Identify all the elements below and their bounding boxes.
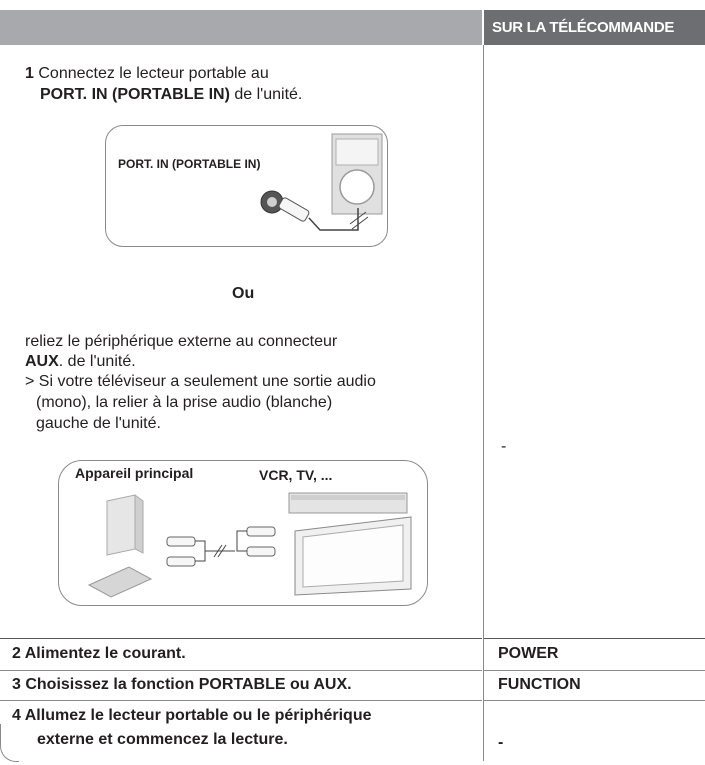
row-divider-left-1 — [0, 638, 482, 639]
row-divider-right-1 — [484, 638, 705, 639]
aux-connection-illustration — [87, 492, 412, 598]
step4-remote: - — [498, 734, 504, 751]
step3-text: 3 Choisissez la fonction PORTABLE ou AUX… — [12, 676, 352, 693]
aux-line2: AUX. de l'unité. — [25, 352, 136, 372]
step1-port-bold: PORT. IN (PORTABLE IN) — [40, 86, 230, 103]
or-label: Ou — [232, 285, 255, 302]
portable-diagram: PORT. IN (PORTABLE IN) — [105, 125, 388, 247]
aux-bold: AUX — [25, 353, 59, 370]
step2-remote: POWER — [498, 645, 559, 662]
row-divider-right-3 — [484, 700, 705, 701]
aux-rest: . de l'unité. — [58, 353, 136, 370]
bottom-left-corner — [0, 724, 19, 762]
step4-line2: externe et commencez la lecture. — [37, 731, 288, 748]
step1-text: Connectez le lecteur portable au — [38, 65, 269, 82]
note-line1: > Si votre téléviseur a seulement une so… — [25, 373, 376, 390]
row-divider-left-2 — [0, 670, 482, 671]
row-divider-right-2 — [484, 670, 705, 671]
header-remote-label: SUR LA TÉLÉCOMMANDE — [484, 10, 705, 45]
step3-remote: FUNCTION — [498, 676, 581, 693]
step2-text: 2 Alimentez le courant. — [12, 645, 186, 662]
step1-line2: PORT. IN (PORTABLE IN) de l'unité. — [40, 85, 302, 105]
diagram-ext-label: VCR, TV, ... — [259, 467, 333, 483]
diagram-main-label: Appareil principal — [75, 465, 194, 481]
note-line2: (mono), la relier à la prise audio (blan… — [36, 394, 333, 411]
note-line3: gauche de l'unité. — [36, 415, 161, 432]
step1-port-rest: de l'unité. — [229, 86, 303, 103]
row-divider-left-3 — [0, 700, 482, 701]
portable-player-illustration — [260, 133, 383, 231]
aux-line1: reliez le périphérique externe au connec… — [25, 333, 338, 350]
step1-line1: 1 Connectez le lecteur portable au — [25, 64, 269, 84]
aux-diagram: Appareil principal VCR, TV, ... — [58, 460, 428, 606]
step4-line1: 4 Allumez le lecteur portable ou le péri… — [12, 707, 372, 724]
step1-remote: - — [501, 438, 507, 455]
port-label: PORT. IN (PORTABLE IN) — [118, 157, 261, 171]
column-divider — [483, 45, 484, 761]
step1-number: 1 — [25, 65, 34, 82]
header-left-bar — [0, 10, 482, 45]
